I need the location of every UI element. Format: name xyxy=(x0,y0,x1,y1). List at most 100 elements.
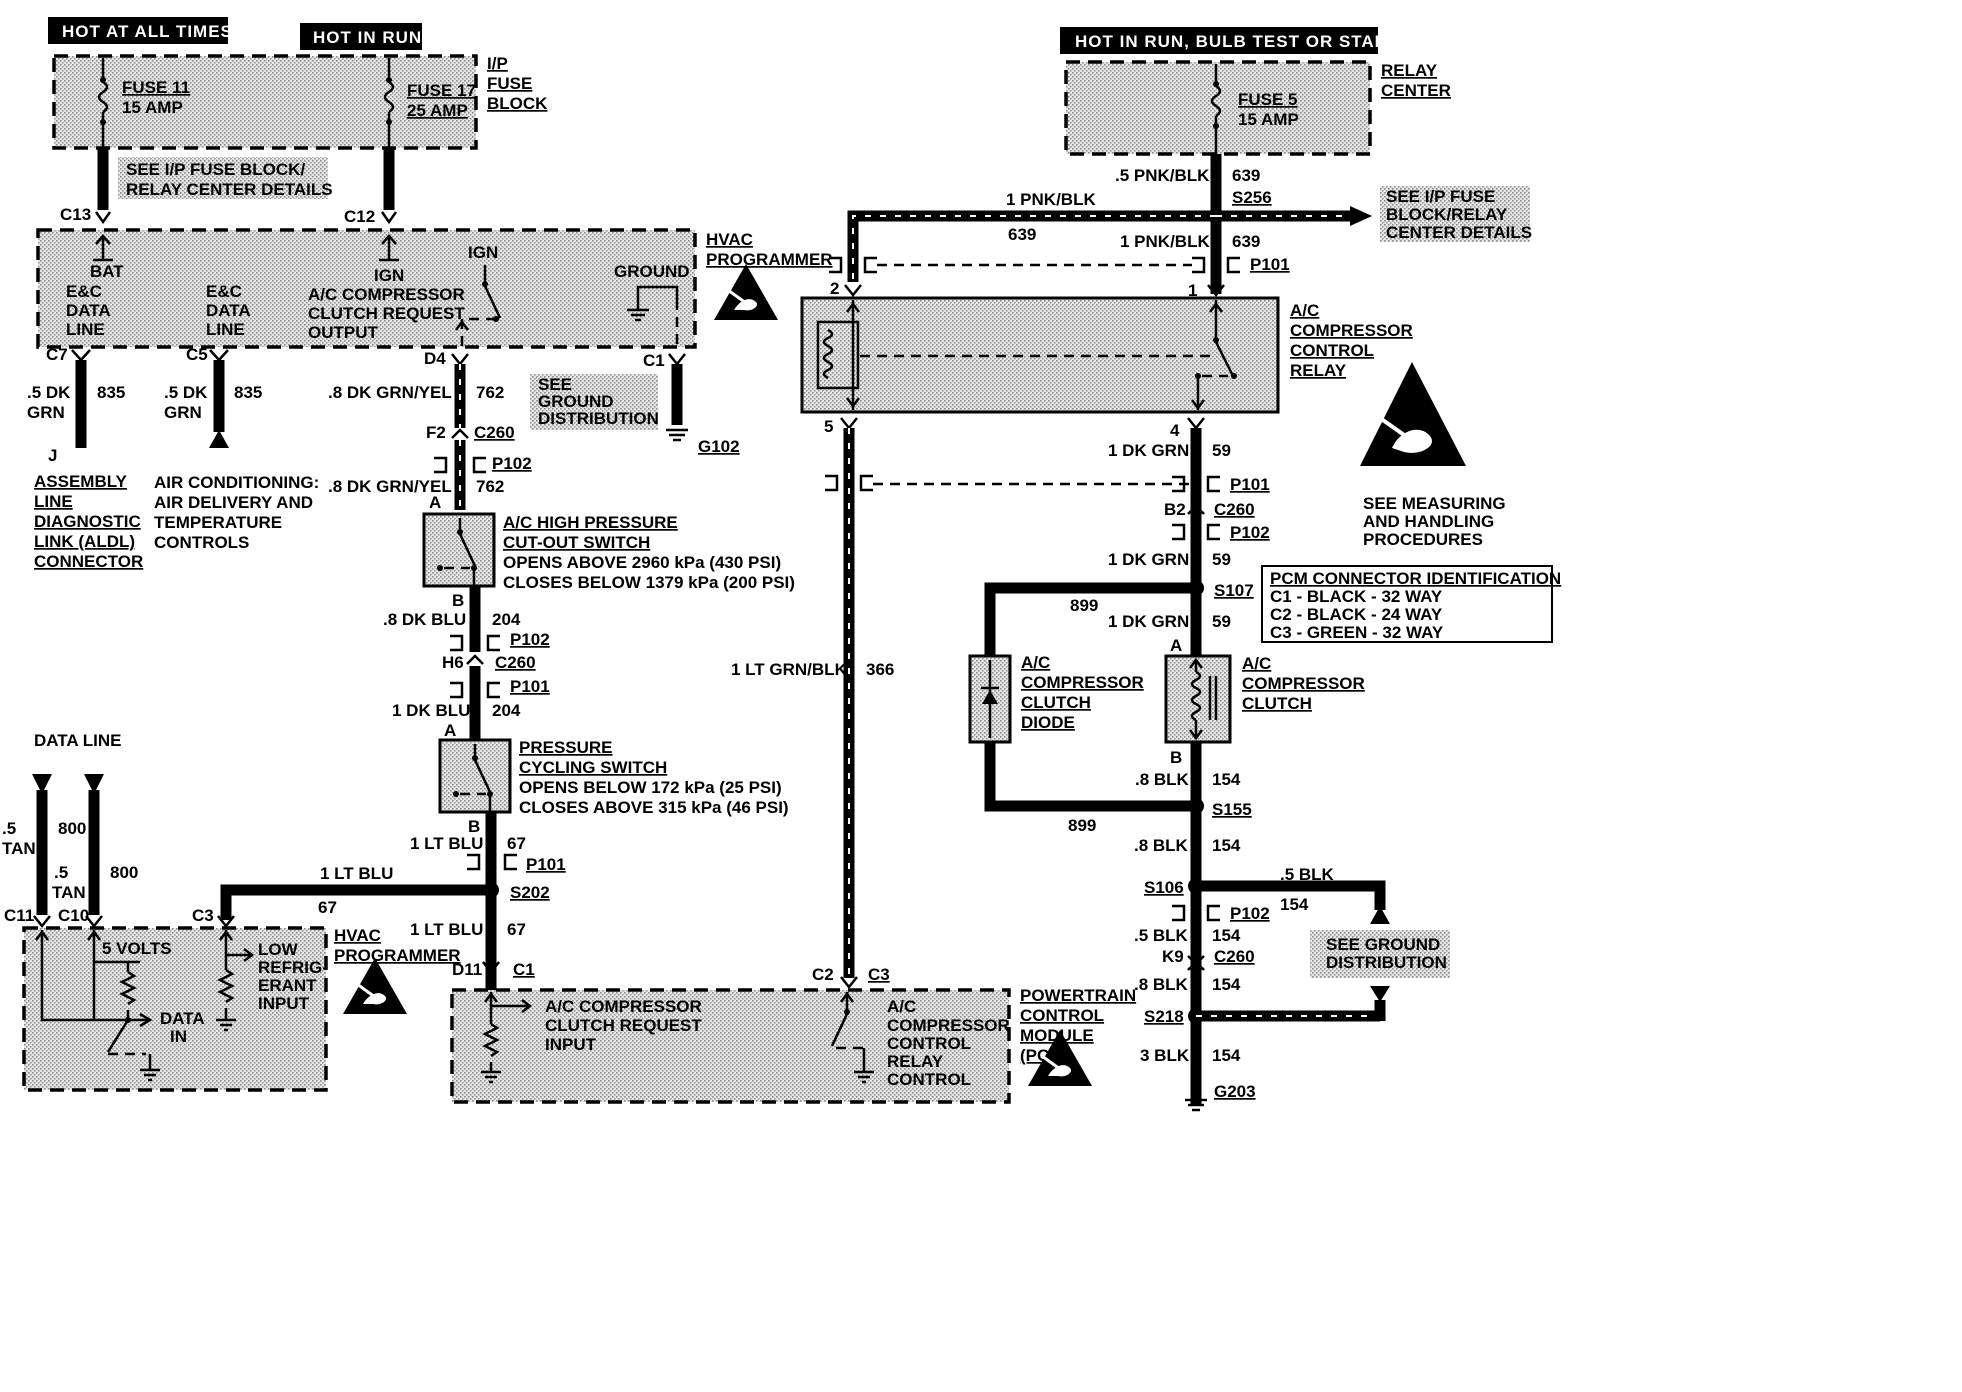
ign-switch-label: IGN xyxy=(468,243,498,262)
wire-59-number: 59 xyxy=(1212,612,1231,631)
wire-366-number: 366 xyxy=(866,660,894,679)
header-hot-at-all-times-label: HOT AT ALL TIMES xyxy=(62,22,233,41)
wire-color-label: TAN xyxy=(52,883,86,902)
pressure-cycling-switch-label: PRESSURE xyxy=(519,738,613,757)
relay-title: A/C xyxy=(1290,301,1319,320)
ec-data-line-label: DATA xyxy=(66,301,111,320)
fuse-block-title: I/P xyxy=(487,54,508,73)
data-line-label: DATA LINE xyxy=(34,731,122,750)
header-hot-in-run xyxy=(300,23,422,50)
h6-label: H6 xyxy=(442,653,464,672)
arrow-right-icon xyxy=(1350,206,1372,226)
pcm-connector-id-line: C3 - GREEN - 32 WAY xyxy=(1270,623,1444,642)
see-relay-note: BLOCK/RELAY xyxy=(1386,205,1508,224)
wire-67-label: 1 LT BLU xyxy=(410,834,483,853)
wire-154-number: 154 xyxy=(1212,770,1241,789)
c260-label: C260 xyxy=(495,653,536,672)
data-in-label: DATA xyxy=(160,1009,205,1028)
p101-label: P101 xyxy=(526,855,566,874)
ground-icon xyxy=(627,285,679,348)
c5-label: C5 xyxy=(186,345,208,364)
p101-label: P101 xyxy=(1230,475,1270,494)
clutch-label: COMPRESSOR xyxy=(1242,674,1365,693)
see-relay-note: SEE I/P FUSE xyxy=(1386,187,1495,206)
wire-154-label: .5 BLK xyxy=(1280,865,1335,884)
ec-data-line-label: LINE xyxy=(66,320,105,339)
s202-label: S202 xyxy=(510,883,550,902)
wire-number-label: 835 xyxy=(234,383,262,402)
esd-warning-icon xyxy=(712,262,780,322)
see-relay-note-box xyxy=(1380,186,1530,242)
connector-p102-icon xyxy=(1172,904,1220,922)
data-in-label: IN xyxy=(170,1027,187,1046)
high-pressure-switch-spec: OPENS ABOVE 2960 kPa (430 PSI) xyxy=(503,553,781,572)
c11-label: C11 xyxy=(4,906,34,925)
aldl-label: LINK (ALDL) xyxy=(34,532,135,551)
splice-s155 xyxy=(1188,798,1204,814)
ec-data-line-label: E&C xyxy=(66,282,102,301)
connector-p101-icon xyxy=(450,681,500,699)
wire-366-label: 1 LT GRN/BLK xyxy=(731,660,848,679)
wire-59-number: 59 xyxy=(1212,550,1231,569)
wire-154-number: 154 xyxy=(1212,926,1241,945)
pcm-request-input-icon xyxy=(481,991,533,1084)
c3-label: C3 xyxy=(192,906,214,925)
wire-67-label: 1 LT BLU xyxy=(320,864,393,883)
fuse-17-icon xyxy=(383,58,395,148)
connector-p101-icon xyxy=(1172,475,1220,493)
s256-label: S256 xyxy=(1232,188,1272,207)
wire-67-number: 67 xyxy=(318,898,337,917)
k9-label: K9 xyxy=(1162,947,1184,966)
relay-coil-icon xyxy=(816,300,1214,410)
see-ground-note: SEE xyxy=(538,375,572,394)
esd-note: PROCEDURES xyxy=(1363,530,1483,549)
pcm-connector-id-line: C1 - BLACK - 32 WAY xyxy=(1270,587,1443,606)
aircon-ref-label: CONTROLS xyxy=(154,533,249,552)
fuse-5-name: FUSE 5 xyxy=(1238,90,1298,109)
wire-number-label: 800 xyxy=(110,863,138,882)
wire-639-number: 639 xyxy=(1008,225,1036,244)
low-refrigerant-label: INPUT xyxy=(258,994,310,1013)
wire-59-label: 1 DK GRN xyxy=(1108,550,1189,569)
relay-pin-label: 1 xyxy=(1188,281,1197,300)
wire-154-label: .8 BLK xyxy=(1134,836,1189,855)
pcm-relay-control-label: CONTROL xyxy=(887,1070,971,1089)
high-pressure-switch-label: A/C HIGH PRESSURE xyxy=(503,513,678,532)
relay-pin-label: 4 xyxy=(1170,421,1180,440)
esd-warning-icon xyxy=(341,956,409,1016)
wire-67-number: 67 xyxy=(507,920,526,939)
wire-639-label: 1 PNK/BLK xyxy=(1006,190,1096,209)
d11-label: D11 xyxy=(452,960,482,979)
diode-label: A/C xyxy=(1021,653,1050,672)
relay-title: CONTROL xyxy=(1290,341,1374,360)
s107-label: S107 xyxy=(1214,581,1254,600)
c2-label: C2 xyxy=(812,965,834,984)
p101-label: P101 xyxy=(510,677,550,696)
p102-label: P102 xyxy=(492,454,532,473)
wire-639-number: 639 xyxy=(1232,166,1260,185)
relay-center-title: RELAY xyxy=(1381,61,1438,80)
wire-762-label: .8 DK GRN/YEL xyxy=(328,477,452,496)
pin-label: A xyxy=(1170,636,1182,655)
diode-label: COMPRESSOR xyxy=(1021,673,1144,692)
high-pressure-switch-icon xyxy=(437,518,477,586)
wire-size-label: .5 xyxy=(54,863,68,882)
pin-label: A xyxy=(429,493,441,512)
arrow-down-icon xyxy=(1370,986,1390,1002)
fuse-17-name: FUSE 17 xyxy=(407,81,476,100)
aircon-ref-label: AIR DELIVERY AND xyxy=(154,493,313,512)
fuse-5-rating: 15 AMP xyxy=(1238,110,1299,129)
ac-request-output-label: A/C COMPRESSOR xyxy=(308,285,465,304)
connector-c12 xyxy=(380,211,398,225)
wire-639-label: .5 PNK/BLK xyxy=(1115,166,1210,185)
connector-p101-icon xyxy=(829,256,1240,274)
five-volts-label: 5 VOLTS xyxy=(102,939,172,958)
d4-label: D4 xyxy=(424,349,446,368)
relay-center-title: CENTER xyxy=(1381,81,1451,100)
ground-g102-icon xyxy=(666,428,688,442)
wire-762-number: 762 xyxy=(476,477,504,496)
c1-label: C1 xyxy=(513,960,535,979)
pcm-relay-control-label: A/C xyxy=(887,997,916,1016)
wire-204-label: .8 DK BLU xyxy=(383,610,466,629)
aircon-ref-label: AIR CONDITIONING: xyxy=(154,473,319,492)
